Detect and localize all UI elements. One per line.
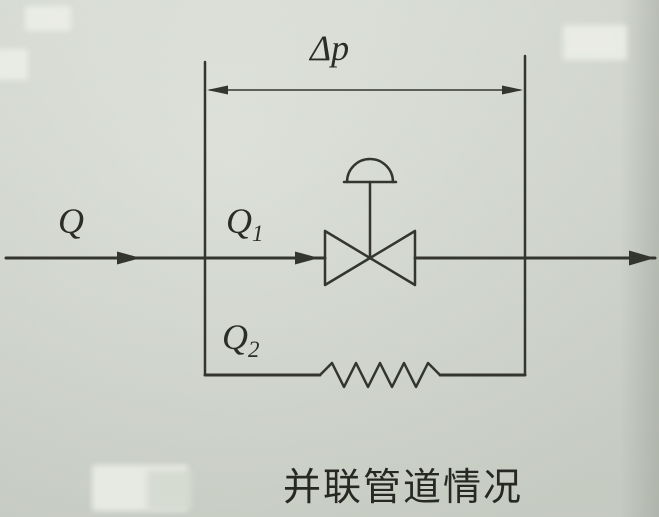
redaction-patch <box>25 6 71 31</box>
lower-branch-pipe <box>203 361 527 389</box>
redaction-patch <box>147 470 193 510</box>
redaction-patch <box>563 25 627 60</box>
flow-label-q: Q <box>58 201 84 241</box>
valve-actuator-icon <box>342 157 398 184</box>
flow-label-q1: Q1 <box>226 201 264 246</box>
pressure-drop-label: Δp <box>308 28 349 68</box>
redaction-patch <box>0 49 28 80</box>
flow-arrow-icon <box>295 251 319 265</box>
flow-label-q2: Q2 <box>222 317 260 362</box>
dimension-arrowhead-left-icon <box>207 85 228 95</box>
flow-arrow-icon <box>117 251 141 265</box>
flow-arrow-icon <box>629 250 655 266</box>
resistance-icon <box>318 361 442 389</box>
control-valve-icon <box>323 157 417 287</box>
delta-p-dimension-arrow <box>207 85 523 95</box>
figure-caption: 并联管道情况 <box>283 467 524 509</box>
dimension-arrowhead-right-icon <box>502 85 523 95</box>
